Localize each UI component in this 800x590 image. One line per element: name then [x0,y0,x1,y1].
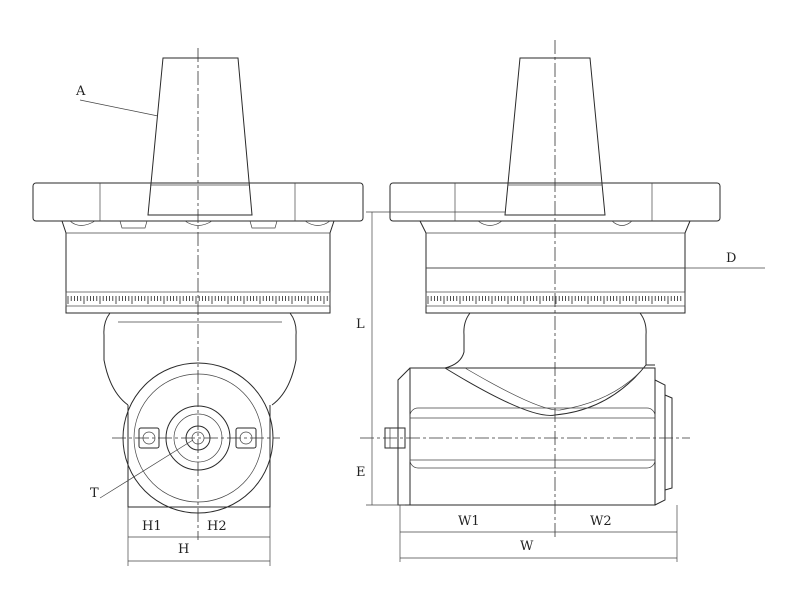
side-taper-shank [504,57,606,216]
front-view: A T H1 H2 H [32,48,364,566]
label-W1: W1 [458,514,480,529]
label-T: T [90,486,99,501]
front-taper-shank [147,57,253,216]
label-W: W [520,539,534,554]
label-W2: W2 [590,514,612,529]
side-body [409,367,656,506]
label-L: L [356,317,365,332]
side-housing [419,220,691,314]
side-scale-ring [425,291,686,307]
label-H2: H2 [207,519,227,534]
front-scale-ticks [67,296,328,304]
label-D: D [726,251,736,266]
label-A: A [75,84,86,99]
side-view: D L E W1 W2 W [356,40,765,562]
label-E: E [356,465,366,480]
label-H: H [178,542,189,557]
label-H1: H1 [142,519,162,534]
side-scale-ticks [427,296,682,304]
